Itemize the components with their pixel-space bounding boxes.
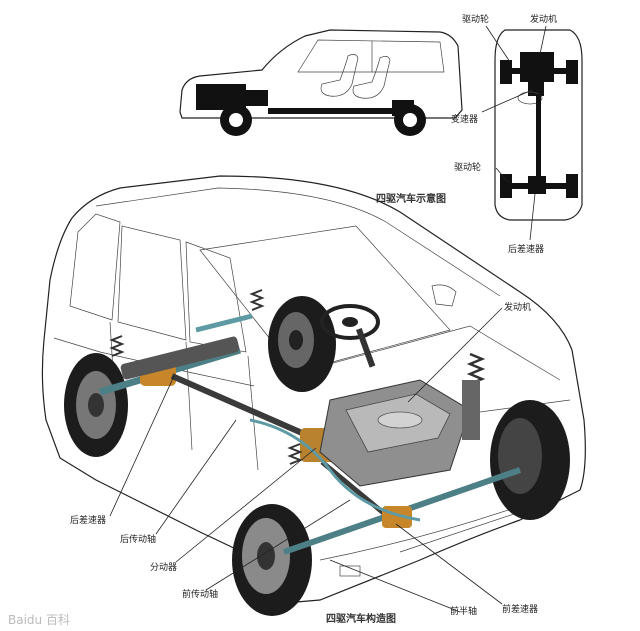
top-view-caption: 四驱汽车示意图 [376, 192, 446, 205]
main-view-leaders [109, 307, 503, 613]
engine-block-top [520, 52, 554, 82]
label-transfer-case: 分动器 [150, 562, 177, 573]
wheel-rear-left [64, 353, 128, 457]
label-front-axle: 前半轴 [450, 605, 477, 617]
wheel-front-right [490, 400, 570, 520]
label-rear-diff-main: 后差速器 [70, 514, 106, 526]
main-view-caption: 四驱汽车构造图 [326, 612, 396, 625]
label-front-shaft: 前传动轴 [182, 588, 218, 600]
label-drive-wheel-bottom: 驱动轮 [454, 161, 481, 173]
wheel-front-left [232, 504, 312, 616]
watermark: Baidu 百科 [8, 613, 70, 627]
top-view-schematic [494, 29, 583, 221]
drivetrain [98, 289, 521, 555]
label-rear-shaft: 后传动轴 [120, 533, 156, 545]
label-engine-top: 发动机 [530, 13, 557, 25]
wheel-rear-right [268, 296, 336, 392]
label-engine-main: 发动机 [504, 301, 531, 313]
windshield [199, 225, 451, 373]
label-rear-diff-top: 后差速器 [508, 243, 544, 255]
label-gearbox: 变速器 [451, 113, 478, 125]
top-view-leaders [481, 25, 547, 241]
side-view-silhouette [179, 29, 463, 136]
steering-wheel [320, 304, 380, 368]
rear-drive-shaft [170, 373, 320, 443]
label-drive-wheel-top: 驱动轮 [462, 13, 489, 25]
label-front-diff: 前差速器 [502, 603, 538, 615]
